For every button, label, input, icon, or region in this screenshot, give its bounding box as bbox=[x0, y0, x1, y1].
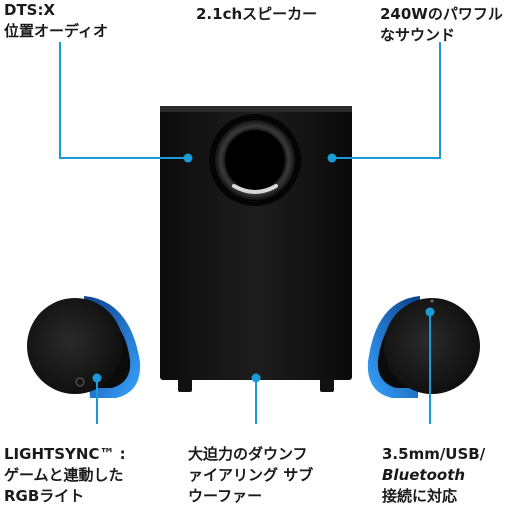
callout-connectivity-line3: 接続に対応 bbox=[382, 487, 458, 505]
callout-power: 240Wのパワフル なサウンド bbox=[380, 4, 503, 46]
callout-connectivity-line1: 3.5mm/USB/ bbox=[382, 445, 486, 463]
callout-lines bbox=[59, 42, 441, 424]
left-speaker-logo bbox=[75, 377, 85, 387]
callout-lightsync: LIGHTSYNC™ : ゲームと連動した RGBライト bbox=[4, 444, 126, 507]
callout-subwoofer-line2: ァイアリング サブ bbox=[188, 466, 314, 484]
callout-dts-line2: 位置オーディオ bbox=[4, 22, 108, 40]
callout-dts-line1: DTS:X bbox=[4, 1, 56, 19]
woofer-center bbox=[225, 130, 285, 190]
callout-dot-subwoofer bbox=[251, 373, 261, 383]
callout-subwoofer-line1: 大迫力のダウンフ bbox=[188, 445, 308, 463]
callout-lightsync-line3: RGBライト bbox=[4, 487, 85, 505]
callout-lightsync-line2: ゲームと連動した bbox=[4, 466, 124, 484]
subwoofer bbox=[160, 106, 352, 392]
woofer-highlight bbox=[232, 184, 278, 194]
callout-subwoofer-line3: ウーファー bbox=[188, 487, 263, 505]
callout-line-dts bbox=[59, 42, 188, 159]
subwoofer-body bbox=[160, 106, 352, 380]
subwoofer-foot-right bbox=[320, 378, 334, 392]
callout-dot-lightsync bbox=[92, 373, 102, 383]
callout-power-line2: なサウンド bbox=[380, 26, 456, 44]
callout-dot-connectivity bbox=[425, 307, 435, 317]
callout-speaker: 2.1chスピーカー bbox=[196, 4, 317, 25]
callout-dts: DTS:X 位置オーディオ bbox=[4, 0, 108, 42]
callout-subwoofer: 大迫力のダウンフ ァイアリング サブ ウーファー bbox=[188, 444, 313, 507]
callout-connectivity-line2: Bluetooth bbox=[382, 466, 466, 484]
callout-line-power bbox=[332, 42, 441, 159]
callout-power-line1: 240Wのパワフル bbox=[380, 5, 503, 23]
left-speaker-grille bbox=[27, 298, 123, 394]
callout-speaker-line1: 2.1chスピーカー bbox=[196, 5, 318, 23]
right-speaker-indicator bbox=[430, 299, 434, 303]
callout-lightsync-line1: LIGHTSYNC™ : bbox=[4, 445, 126, 463]
subwoofer-top-edge bbox=[160, 106, 352, 112]
right-speaker-grille bbox=[384, 298, 480, 394]
callout-dot-power bbox=[327, 153, 337, 163]
callout-dots bbox=[92, 153, 435, 383]
left-speaker bbox=[27, 296, 141, 398]
callout-connectivity: 3.5mm/USB/ Bluetooth 接続に対応 bbox=[382, 444, 485, 507]
right-speaker bbox=[367, 296, 480, 398]
callout-dot-dts bbox=[183, 153, 193, 163]
subwoofer-foot-left bbox=[178, 378, 192, 392]
